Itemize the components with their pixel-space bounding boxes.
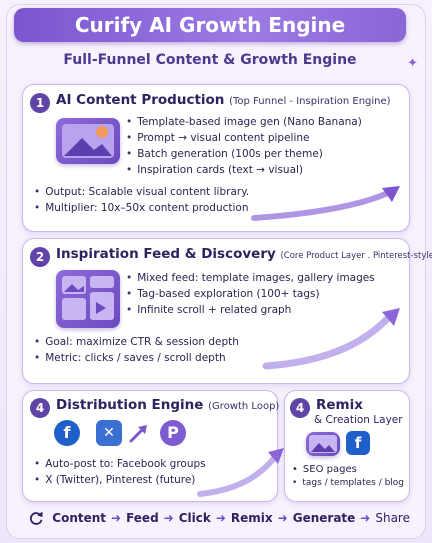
- growth-arrow-icon: [251, 186, 400, 221]
- flow-step: Content: [52, 511, 107, 525]
- section-subtitle: (Core Product Layer . Pinterest-style): [280, 251, 432, 261]
- remix-item: SEO pages: [292, 464, 404, 475]
- section-number: 2: [30, 247, 50, 267]
- goal-text: Goal: maximize CTR & session depth: [34, 336, 239, 348]
- outcome-list: Goal: maximize CTR & session depth Metri…: [34, 336, 239, 368]
- section-subtitle: (Top Funnel - Inspiration Engine): [229, 96, 391, 107]
- growth-loop-flow: Content ➜ Feed ➜ Click ➜ Remix ➜ Generat…: [10, 506, 410, 530]
- section-title-text: Inspiration Feed & Discovery: [56, 246, 276, 262]
- flow-step: Share: [375, 511, 410, 525]
- feed-grid-icon: [56, 270, 120, 328]
- facebook-icon: f: [54, 420, 80, 446]
- feature-item: Tag-based exploration (100+ tags): [126, 288, 375, 300]
- arrow-right-icon: ➜: [277, 511, 288, 525]
- facebook-icon: f: [346, 431, 370, 455]
- distribution-item: X (Twitter), Pinterest (future): [34, 474, 206, 486]
- section-title-text: AI Content Production: [56, 92, 225, 108]
- flow-step: Click: [178, 511, 211, 525]
- section-number: 1: [30, 93, 50, 113]
- x-twitter-icon: ✕: [96, 420, 122, 446]
- metric-text: Metric: clicks / saves / scroll depth: [34, 352, 239, 364]
- section-title-text: Distribution Engine: [56, 397, 204, 413]
- arrow-right-icon: ➜: [163, 511, 174, 525]
- distribution-item: Auto-post to: Facebook groups: [34, 458, 205, 470]
- sparkle-icon: ✦: [407, 56, 418, 71]
- arrow-right-icon: ➜: [215, 511, 226, 525]
- refresh-cycle-icon: [30, 511, 43, 525]
- section-title: AI Content Production (Top Funnel - Insp…: [56, 92, 391, 108]
- pinterest-icon: P: [160, 420, 186, 446]
- flow-step: Feed: [126, 511, 159, 525]
- section-number: 4: [30, 398, 50, 418]
- small-arrow-icon: [129, 425, 147, 443]
- flow-step: Remix: [230, 511, 273, 525]
- arrow-right-icon: ➜: [360, 511, 371, 525]
- arrow-right-icon: ➜: [111, 511, 122, 525]
- feature-list: Mixed feed: template images, gallery ima…: [126, 272, 375, 320]
- feature-list: Template-based image gen (Nano Banana) P…: [126, 116, 362, 180]
- image-icon: [306, 432, 340, 456]
- section-title: Remix: [316, 397, 363, 413]
- remix-item: tags / templates / blog: [292, 478, 404, 488]
- section-number: 4: [290, 398, 310, 418]
- feature-item: Mixed feed: template images, gallery ima…: [126, 272, 375, 284]
- section-title: Inspiration Feed & Discovery (Core Produ…: [56, 246, 432, 262]
- feature-item: Inspiration cards (text → visual): [126, 164, 362, 176]
- feature-item: Batch generation (100s per theme): [126, 148, 362, 160]
- feature-item: Prompt → visual content pipeline: [126, 132, 362, 144]
- outcome-list: Output: Scalable visual content library.…: [34, 186, 249, 218]
- remix-list: SEO pages tags / templates / blog: [292, 464, 404, 491]
- page-subtitle: Full-Funnel Content & Growth Engine: [63, 52, 357, 68]
- growth-arrow-icon: [197, 448, 284, 497]
- feature-item: Template-based image gen (Nano Banana): [126, 116, 362, 128]
- multiplier-text: Multiplier: 10x–50x content production: [34, 202, 249, 214]
- growth-arrow-icon: [262, 308, 400, 370]
- page-title: Curify AI Growth Engine: [14, 8, 406, 42]
- section-title: Distribution Engine (Growth Loop): [56, 397, 279, 413]
- distribution-list: Auto-post to: Facebook groups X (Twitter…: [34, 458, 206, 490]
- output-text: Output: Scalable visual content library.: [34, 186, 249, 198]
- image-gallery-icon: [56, 118, 120, 164]
- flow-step: Generate: [292, 511, 356, 525]
- feature-item: Infinite scroll + related graph: [126, 304, 375, 316]
- section-subtitle: & Creation Layer: [314, 414, 403, 426]
- section-subtitle: (Growth Loop): [208, 401, 280, 412]
